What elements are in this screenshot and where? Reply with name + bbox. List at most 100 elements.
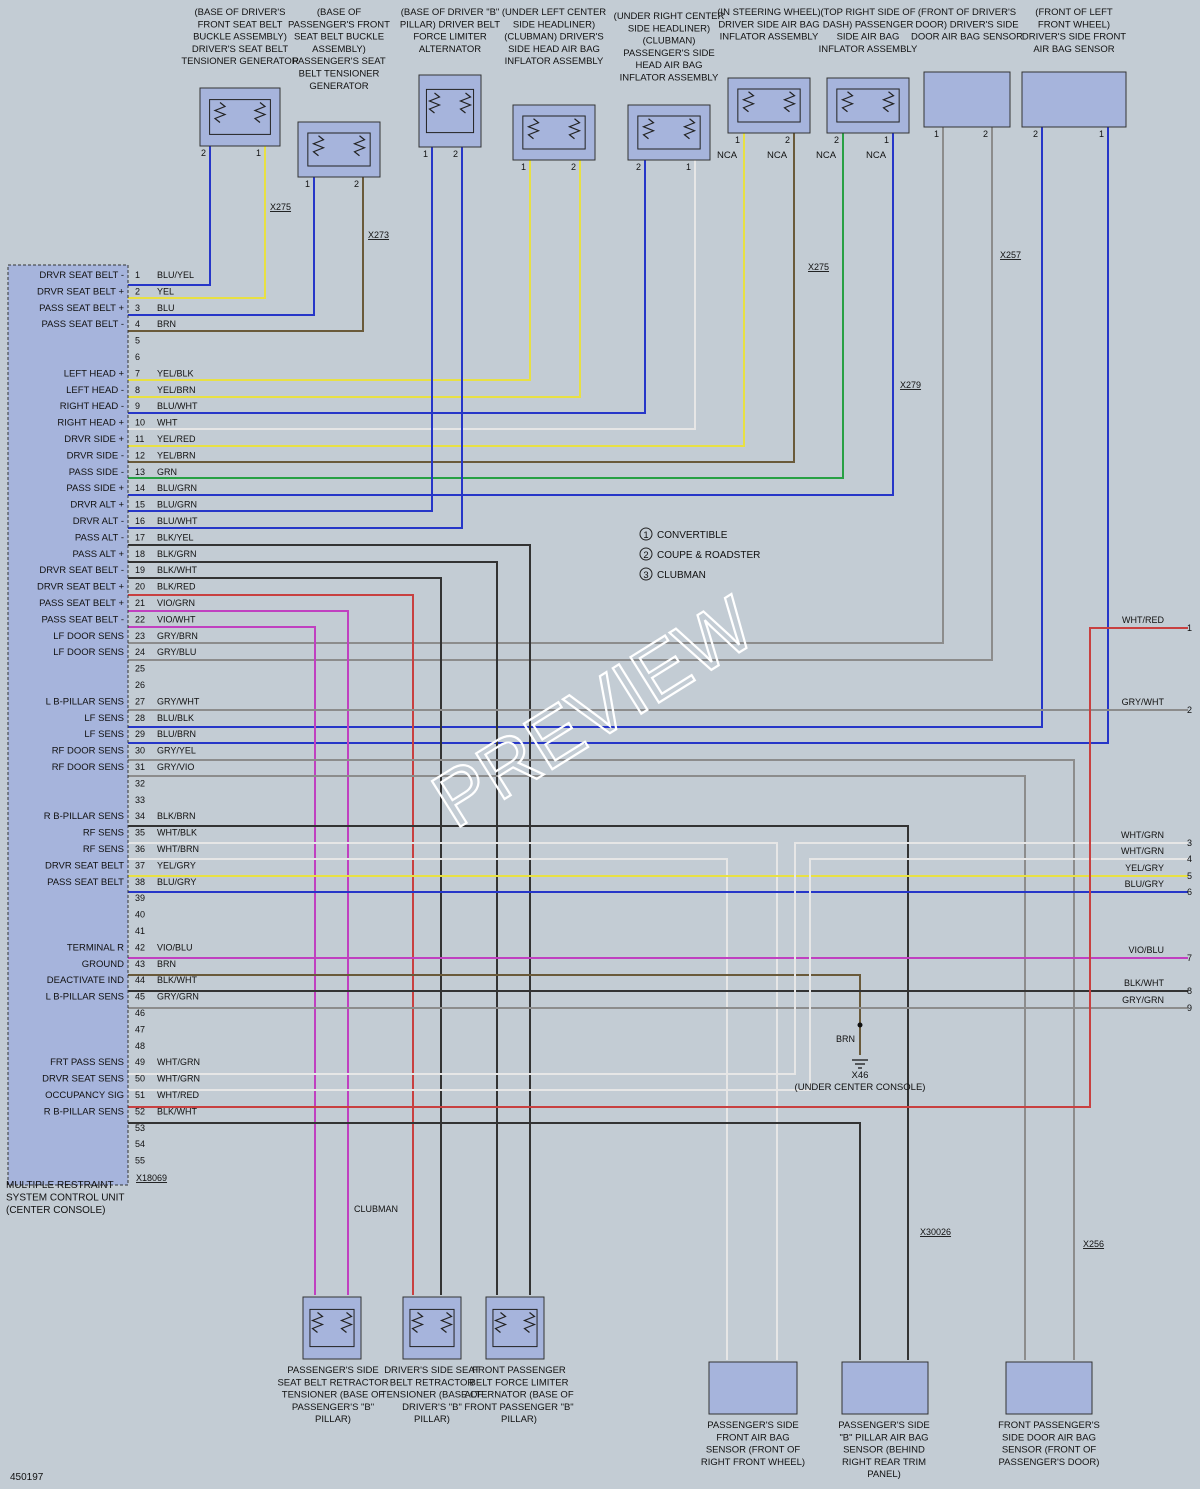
pin-label: FRT PASS SENS (50, 1057, 124, 1068)
pin-number: 32 (135, 778, 145, 788)
wire-label: BLU/WHT (157, 516, 198, 526)
legend-number-circle (639, 527, 653, 541)
pin-number: 28 (135, 713, 145, 723)
bottom-component-6 (1005, 1361, 1093, 1415)
wire-pin1 (128, 146, 211, 286)
top-component-6 (727, 77, 811, 134)
pin-number: 2 (201, 148, 206, 158)
wire-label: WHT/BRN (157, 844, 199, 854)
wire-pin7 (128, 160, 531, 381)
wire-label: VIO/GRN (157, 598, 195, 608)
pin-label: LF DOOR SENS (53, 631, 124, 642)
pin-number: 12 (135, 450, 145, 460)
pin-label: LEFT HEAD + (64, 368, 125, 379)
connector-x275: X275 (270, 202, 291, 212)
wire-pin34 (128, 825, 909, 1360)
pin-label: R B-PILLAR SENS (44, 811, 124, 822)
bottom-component-3-resistor (522, 1312, 537, 1333)
wire-pin13 (128, 133, 844, 479)
wire-label: WHT/RED (157, 1090, 199, 1100)
pin-label: DRVR SEAT BELT + (37, 582, 124, 593)
pin-label: RF SENS (83, 828, 124, 839)
pin-label: DRVR SEAT SENS (42, 1074, 124, 1085)
wire-label: BLK/WHT (157, 975, 198, 985)
legend-number-circle (639, 567, 653, 581)
bottom-component-1-element (309, 1308, 355, 1348)
wire-label: YEL/BLK (157, 368, 194, 378)
wire-label: VIO/WHT (157, 614, 196, 624)
bottom-component-3 (485, 1296, 545, 1360)
top-component-6-resistor (741, 91, 756, 113)
wire-pin11 (128, 133, 745, 447)
pin-label: PASS SEAT BELT + (39, 598, 124, 609)
pin-label: LF SENS (84, 729, 124, 740)
pin-number: 1 (305, 179, 310, 189)
pin-label: DEACTIVATE IND (47, 975, 124, 986)
pin-label: DRVR ALT + (70, 500, 124, 511)
pin-number: 18 (135, 549, 145, 559)
wire-label: BLU/GRN (157, 483, 197, 493)
bottom-component-5 (841, 1361, 929, 1415)
pin-number: 14 (135, 483, 145, 493)
top-component-2-resistor (352, 135, 367, 157)
pin-number: 19 (135, 565, 145, 575)
top-component-5-element (637, 115, 701, 150)
nca-label: NCA (767, 150, 788, 161)
pin-number: 39 (135, 893, 145, 903)
wire-label: GRY/VIO (157, 762, 194, 772)
pin-number: 23 (135, 631, 145, 641)
pin-number: 2 (354, 179, 359, 189)
right-wire-label: WHT/RED (1122, 615, 1164, 625)
wire-pin18 (128, 561, 498, 1295)
wire-pin28 (128, 127, 1043, 728)
top-component-7 (826, 77, 910, 134)
connector-x30026: X30026 (920, 1227, 951, 1237)
wire-label: YEL/GRY (157, 860, 196, 870)
top-component-5-resistor (682, 118, 697, 140)
pin-number: 53 (135, 1123, 145, 1133)
bottom-component-4 (708, 1361, 798, 1415)
wire-pin19 (128, 577, 442, 1295)
wire-label: BLU/YEL (157, 270, 194, 280)
pin-label: PASS ALT - (75, 532, 124, 543)
pin-label: PASS SIDE - (69, 467, 124, 478)
wire-label: BLK/WHT (157, 565, 198, 575)
wire-pin24 (128, 127, 993, 661)
pin-label: PASS SEAT BELT - (41, 319, 124, 330)
pin-label: LF DOOR SENS (53, 647, 124, 658)
top-component-2-element (307, 132, 371, 167)
pin-number: 42 (135, 942, 145, 952)
right-wire-label: VIO/BLU (1128, 945, 1164, 955)
pin-number: 2 (834, 135, 839, 145)
top-component-1-resistor (213, 102, 227, 123)
pin-label: DRVR SEAT BELT - (39, 565, 124, 576)
top-component-4 (512, 104, 596, 161)
top-component-2 (297, 121, 381, 178)
top-component-1 (199, 87, 281, 147)
wire-pin20 (128, 594, 414, 1295)
wire-pin29 (128, 127, 1109, 744)
bottom-component-2 (402, 1296, 462, 1360)
right-wire-label: YEL/GRY (1125, 863, 1164, 873)
wire-label: BLK/BRN (157, 811, 196, 821)
wire-pin43 (128, 974, 861, 1055)
pin-number: 10 (135, 418, 145, 428)
pin-number: 44 (135, 975, 145, 985)
pin-number: 1 (256, 148, 261, 158)
right-wire-label: BLK/WHT (1124, 978, 1165, 988)
pin-number: 6 (135, 352, 140, 362)
right-pin-number: 9 (1187, 1003, 1192, 1013)
pin-number: 51 (135, 1090, 145, 1100)
wire-pin52 (128, 1122, 861, 1360)
connector-x279: X279 (900, 380, 921, 390)
connector-id: X18069 (136, 1173, 167, 1183)
wire-pin35 (128, 842, 778, 1360)
right-pin-number: 1 (1187, 623, 1192, 633)
pin-number: 16 (135, 516, 145, 526)
wire-pin15 (128, 147, 433, 512)
